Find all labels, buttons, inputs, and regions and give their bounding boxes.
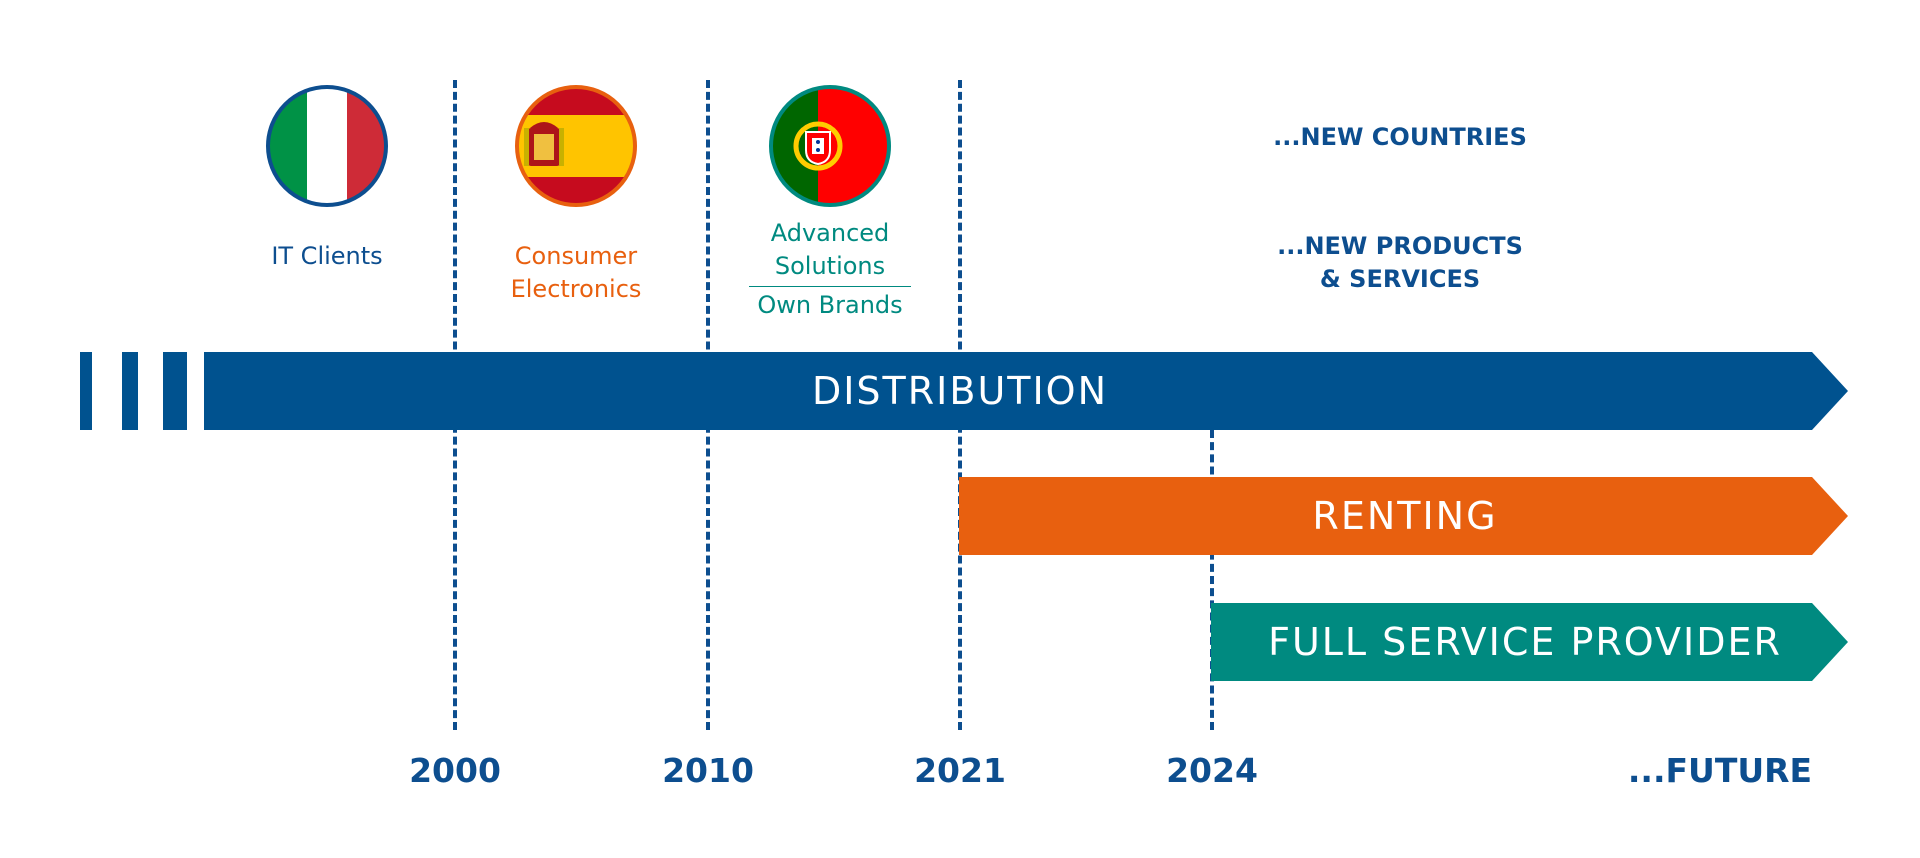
italy-flag-icon <box>266 85 388 207</box>
lead-stripe <box>163 352 187 430</box>
market-label-it: IT Clients <box>227 240 427 273</box>
year-future: ...FUTURE <box>1627 751 1813 790</box>
portugal-flag-icon <box>769 85 891 207</box>
label-line: Electronics <box>510 275 642 303</box>
market-label-consumer: Consumer Electronics <box>476 240 676 306</box>
label-line: Solutions <box>774 252 886 280</box>
full-service-label: FULL SERVICE PROVIDER <box>1268 620 1782 664</box>
year-2021: 2021 <box>914 751 1006 790</box>
year-2010: 2010 <box>662 751 754 790</box>
label-line: Advanced <box>770 219 890 247</box>
spain-flag-icon <box>515 85 637 207</box>
separator-rule <box>749 286 911 287</box>
new-countries-note: ...NEW COUNTRIES <box>1273 123 1527 151</box>
renting-label: RENTING <box>1312 494 1498 538</box>
note-line: & SERVICES <box>1319 265 1481 293</box>
label-line: IT Clients <box>271 242 383 270</box>
distribution-label: DISTRIBUTION <box>811 369 1109 413</box>
lead-stripe <box>80 352 92 430</box>
note-line: ...NEW PRODUCTS <box>1277 232 1523 260</box>
label-line: Consumer <box>514 242 638 270</box>
new-products-note: ...NEW PRODUCTS & SERVICES <box>1200 230 1600 296</box>
label-line: Own Brands <box>757 291 903 319</box>
divider-2024 <box>1210 430 1214 730</box>
market-label-advanced: Advanced Solutions Own Brands <box>730 217 930 322</box>
lead-stripe <box>122 352 138 430</box>
divider-2010 <box>706 80 710 730</box>
year-2000: 2000 <box>409 751 501 790</box>
year-2024: 2024 <box>1166 751 1258 790</box>
divider-2000 <box>453 80 457 730</box>
